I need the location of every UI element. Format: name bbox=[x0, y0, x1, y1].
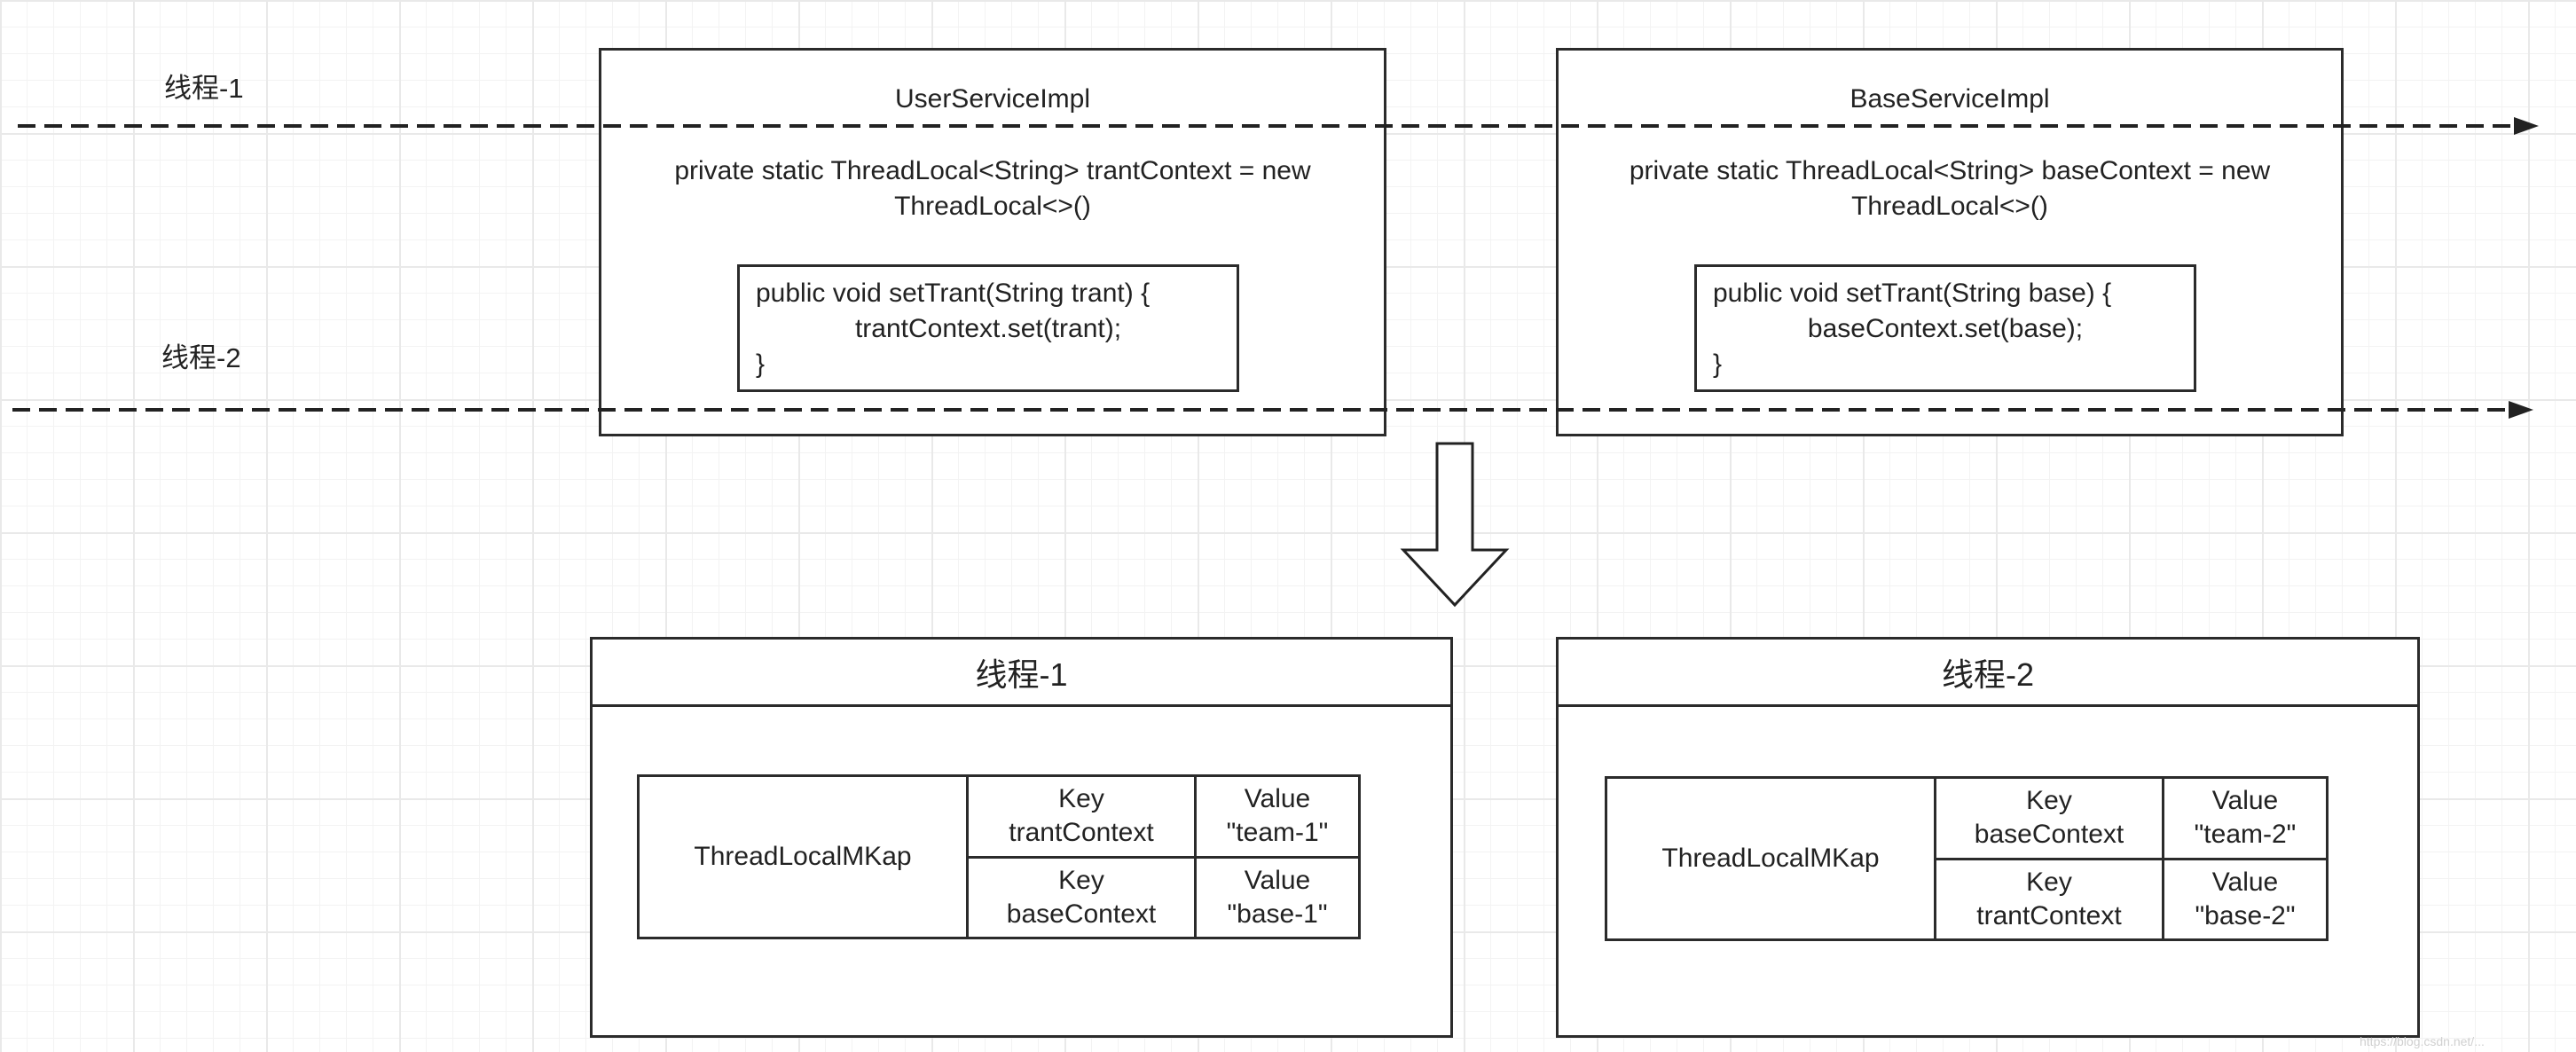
thread-2-panel: 线程-2 ThreadLocalMKap Key baseContext Val… bbox=[1556, 637, 2420, 1038]
thread-2-label: 线程-2 bbox=[161, 342, 241, 373]
key-name: baseContext bbox=[1006, 899, 1157, 929]
thread-1-panel: 线程-1 ThreadLocalMKap Key trantContext Va… bbox=[590, 637, 1453, 1038]
thread-2-panel-header: 线程-2 bbox=[1559, 640, 2417, 707]
thread-local-map-label: ThreadLocalMKap bbox=[637, 774, 969, 939]
map-key-cell: Key baseContext bbox=[1934, 776, 2164, 860]
user-service-decl-line-1: private static ThreadLocal<String> trant… bbox=[674, 156, 1311, 185]
key-name: trantContext bbox=[1009, 818, 1154, 848]
key-label: Key bbox=[2026, 867, 2072, 897]
user-service-decl-line-2: ThreadLocal<>() bbox=[894, 192, 1091, 221]
thread-1-label: 线程-1 bbox=[164, 73, 244, 104]
thread-1-panel-header: 线程-1 bbox=[593, 640, 1450, 707]
base-service-title: BaseServiceImpl bbox=[1850, 84, 2050, 114]
watermark: https://blog.csdn.net/... bbox=[2360, 1034, 2485, 1048]
value-label: Value bbox=[2211, 786, 2279, 816]
thread-1-map-table: ThreadLocalMKap Key trantContext Value "… bbox=[637, 774, 1361, 939]
thread-2-map-table: ThreadLocalMKap Key baseContext Value "t… bbox=[1605, 776, 2329, 941]
down-arrow-icon bbox=[1400, 442, 1510, 608]
key-name: baseContext bbox=[1974, 820, 2124, 850]
key-label: Key bbox=[2026, 786, 2072, 816]
map-key-cell: Key trantContext bbox=[966, 774, 1197, 859]
map-key-cell: Key baseContext bbox=[966, 855, 1197, 939]
thread-local-map-label: ThreadLocalMKap bbox=[1605, 776, 1936, 941]
method-close-brace: } bbox=[756, 349, 766, 379]
key-label: Key bbox=[1058, 784, 1104, 814]
user-service-declaration: private static ThreadLocal<String> trant… bbox=[601, 153, 1384, 224]
value-text: "team-2" bbox=[2194, 820, 2297, 850]
value-label: Value bbox=[1244, 784, 1311, 814]
thread-1-arrowhead bbox=[2514, 117, 2539, 135]
user-service-title: UserServiceImpl bbox=[894, 84, 1091, 114]
value-label: Value bbox=[1244, 865, 1311, 895]
value-label: Value bbox=[2211, 867, 2279, 897]
method-signature: public void setTrant(String base) { bbox=[1713, 279, 2112, 308]
map-value-cell: Value "base-1" bbox=[1194, 855, 1361, 939]
base-service-decl-line-2: ThreadLocal<>() bbox=[1851, 192, 2048, 221]
base-service-impl-box: BaseServiceImpl private static ThreadLoc… bbox=[1556, 48, 2344, 436]
user-service-impl-box: UserServiceImpl private static ThreadLoc… bbox=[599, 48, 1386, 436]
map-key-cell: Key trantContext bbox=[1934, 857, 2164, 941]
map-value-cell: Value "team-1" bbox=[1194, 774, 1361, 859]
key-name: trantContext bbox=[1976, 900, 2122, 930]
value-text: "team-1" bbox=[1226, 818, 1329, 848]
base-service-set-trant-method: public void setTrant(String base) { base… bbox=[1694, 264, 2196, 392]
method-body: trantContext.set(trant); bbox=[854, 314, 1122, 343]
base-service-declaration: private static ThreadLocal<String> baseC… bbox=[1559, 153, 2341, 224]
map-value-cell: Value "base-2" bbox=[2162, 857, 2329, 941]
method-signature: public void setTrant(String trant) { bbox=[756, 279, 1151, 308]
map-value-cell: Value "team-2" bbox=[2162, 776, 2329, 860]
value-text: "base-2" bbox=[2195, 900, 2296, 930]
base-service-decl-line-1: private static ThreadLocal<String> baseC… bbox=[1629, 156, 2271, 185]
user-service-set-trant-method: public void setTrant(String trant) { tra… bbox=[737, 264, 1239, 392]
thread-2-arrowhead bbox=[2509, 401, 2533, 419]
value-text: "base-1" bbox=[1227, 899, 1328, 929]
method-body: baseContext.set(base); bbox=[1807, 314, 2084, 343]
key-label: Key bbox=[1058, 865, 1104, 895]
method-close-brace: } bbox=[1713, 349, 1723, 379]
